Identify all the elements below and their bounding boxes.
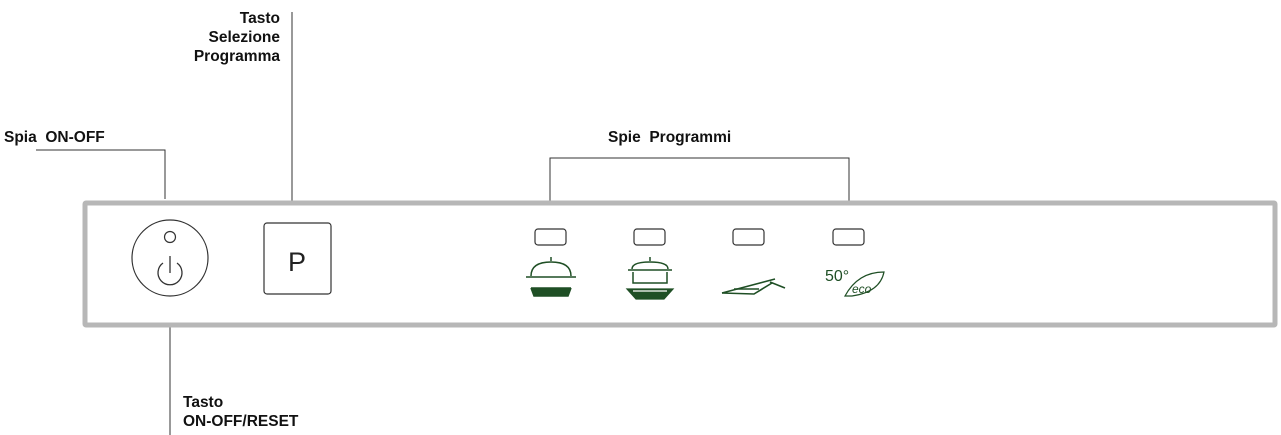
- onoff-button[interactable]: [131, 219, 209, 297]
- program-select-button[interactable]: P: [263, 222, 332, 295]
- program-indicator-4: [832, 228, 865, 246]
- onoff-key-label: Tasto ON-OFF/RESET: [183, 393, 298, 431]
- program-indicator-1: [534, 228, 567, 246]
- onoff-key-label-line2: ON-OFF/RESET: [183, 413, 299, 430]
- control-panel: [82, 200, 1278, 328]
- program-key-label-line1: Tasto: [239, 10, 280, 27]
- glass-plate-icon: [721, 278, 786, 295]
- power-icon: [157, 256, 183, 286]
- program-indicator-2: [633, 228, 666, 246]
- program-lamps-bracket: [549, 157, 850, 212]
- svg-text:eco: eco: [852, 282, 872, 296]
- program-lamps-label: Spie Programmi: [608, 129, 732, 146]
- program-button-letter: P: [288, 247, 306, 277]
- program-key-label-line2: Selezione: [208, 29, 281, 46]
- onoff-indicator-lamp: [163, 230, 177, 244]
- eco-50-icon: 50° eco: [825, 268, 885, 297]
- svg-text:50°: 50°: [825, 268, 849, 285]
- pot-on-pan-icon: [526, 257, 576, 297]
- onoff-lamp-label: Spia ON-OFF: [4, 129, 105, 146]
- program-key-label-line3: Programma: [193, 48, 280, 65]
- onoff-lamp-leader: [36, 149, 166, 199]
- program-key-label: Tasto Selezione Programma: [168, 9, 280, 66]
- onoff-key-label-line1: Tasto: [183, 394, 224, 411]
- pot-above-plate-icon: [625, 257, 675, 300]
- program-indicator-3: [732, 228, 765, 246]
